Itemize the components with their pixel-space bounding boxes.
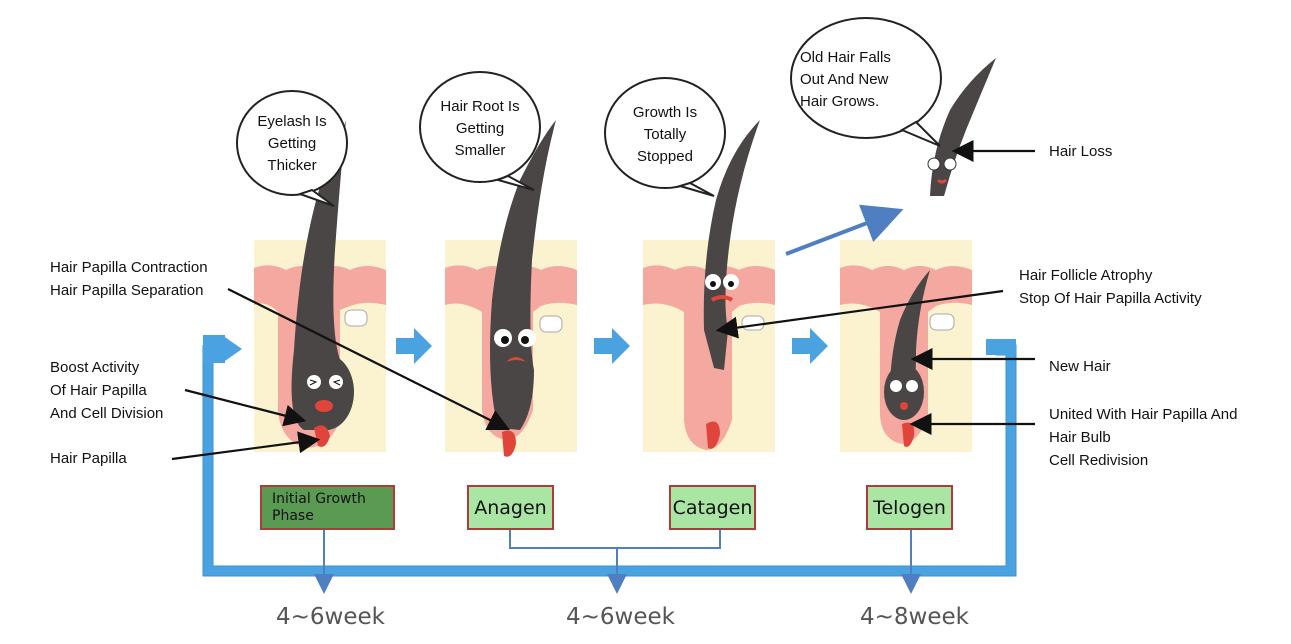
- right-pointers: [715, 140, 1035, 435]
- panel-telogen: [840, 240, 972, 452]
- label-hair-loss: Hair Loss: [1049, 143, 1113, 160]
- shed-arrow: [785, 204, 904, 256]
- phase-initial-growth: Initial Growth Phase: [260, 485, 395, 530]
- duration-initial: 4~6week: [276, 604, 385, 630]
- phase-telogen: Telogen: [866, 485, 953, 530]
- panel-initial: [254, 120, 386, 452]
- label-united-papilla: United With Hair Papilla And Hair Bulb C…: [1049, 406, 1238, 469]
- panel-catagen: [643, 120, 775, 452]
- left-pointers: [171, 288, 510, 461]
- bubble-initial-text: Eyelash Is Getting Thicker: [257, 113, 327, 174]
- label-hair-papilla: Hair Papilla: [50, 450, 127, 467]
- bubble-anagen-text: Hair Root Is Getting Smaller: [440, 98, 520, 159]
- panel-anagen: [445, 120, 577, 457]
- step-arrows: [396, 328, 828, 364]
- bubble-telogen-text: Old Hair Falls Out And New Hair Grows.: [800, 49, 891, 110]
- phase-anagen: Anagen: [467, 485, 554, 530]
- cycle-loop-arrow: [202, 335, 1017, 577]
- duration-anagen-catagen: 4~6week: [566, 604, 675, 630]
- duration-connectors: [314, 530, 921, 594]
- label-new-hair: New Hair: [1049, 358, 1111, 375]
- label-follicle-atrophy: Hair Follicle Atrophy Stop Of Hair Papil…: [1019, 267, 1202, 307]
- duration-telogen: 4~8week: [860, 604, 969, 630]
- phase-catagen: Catagen: [669, 485, 756, 530]
- bubble-catagen-text: Growth Is Totally Stopped: [632, 104, 698, 165]
- speech-bubbles: [236, 17, 942, 207]
- label-papilla-contraction: Hair Papilla Contraction Hair Papilla Se…: [50, 259, 208, 299]
- label-boost-activity: Boost Activity Of Hair Papilla And Cell …: [50, 359, 164, 422]
